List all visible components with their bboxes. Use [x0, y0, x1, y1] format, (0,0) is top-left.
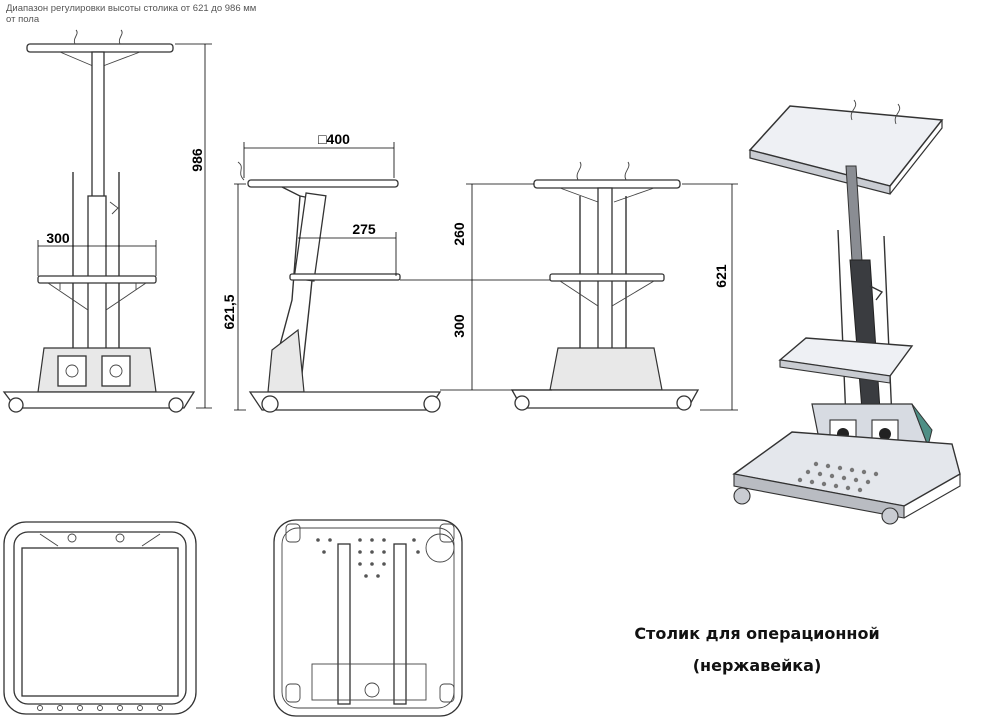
base-cable-hole — [364, 682, 380, 698]
side-wheel-right — [423, 395, 441, 413]
bottom-view-base — [273, 519, 463, 717]
tray-corner-marks — [39, 533, 161, 547]
iso-shelf-edge — [779, 359, 891, 384]
back-shelf-brace — [559, 280, 655, 307]
back-base-plate — [510, 389, 700, 409]
dim-label-621: 621 — [713, 264, 729, 288]
front-shelf-brace — [47, 282, 147, 311]
side-base-block — [267, 328, 305, 393]
front-lower-pole — [87, 195, 107, 352]
top-view-tray — [3, 521, 197, 715]
iso-wheel-right — [881, 507, 899, 525]
dim-lines-260-300 — [400, 183, 552, 391]
iso-knob — [869, 285, 884, 301]
front-base-block — [37, 347, 157, 393]
isometric-view — [732, 99, 961, 525]
dim-line-400 — [243, 142, 395, 178]
dim-label-275: 275 — [352, 221, 376, 237]
iso-rods — [837, 229, 893, 421]
front-socket-left-hole — [65, 364, 79, 378]
front-socket-right — [101, 355, 131, 387]
base-rail-right — [393, 543, 407, 705]
back-wheel-right — [676, 395, 692, 411]
iso-tray-clips — [850, 99, 901, 125]
dim-label-260: 260 — [451, 222, 467, 246]
note-line-2: от пола — [6, 14, 40, 25]
front-socket-left — [57, 355, 87, 387]
back-tray-braces — [559, 187, 655, 203]
front-base-plate — [2, 391, 196, 409]
iso-vent-holes — [797, 461, 879, 493]
side-base-plate — [248, 391, 442, 411]
iso-socket-right-hole — [879, 428, 891, 440]
iso-top-tray-edge-right — [889, 120, 943, 195]
base-vent-holes — [316, 538, 420, 578]
front-wheel-right — [168, 397, 184, 413]
back-base-block — [549, 347, 663, 391]
front-tray-clips — [73, 29, 123, 45]
dim-line-300-front — [37, 240, 157, 276]
base-wheels — [285, 523, 455, 703]
caption-material: (нержавейка) — [692, 656, 822, 675]
height-range-note: Диапазон регулировки высоты столика от 6… — [6, 3, 256, 25]
iso-base-block-side — [911, 403, 933, 448]
front-shelf — [37, 275, 157, 284]
side-tray-clip — [237, 161, 245, 181]
side-view: □400 275 621,5 — [221, 131, 442, 413]
dim-line-621 — [682, 183, 738, 411]
front-wheel-left — [8, 397, 24, 413]
dim-line-621-5 — [234, 183, 246, 411]
iso-top-tray — [748, 105, 944, 187]
dim-label-986: 986 — [189, 148, 205, 172]
base-rail-left — [337, 543, 351, 705]
tray-surface — [21, 547, 179, 697]
back-shelf — [549, 273, 665, 282]
caption-title: Столик для операционной — [634, 624, 880, 643]
dim-label-300-back: 300 — [451, 314, 467, 338]
dim-label-400: □400 — [318, 131, 350, 147]
side-wheel-left — [261, 395, 279, 413]
front-tray-braces — [59, 51, 141, 67]
back-tray-clips — [576, 161, 630, 181]
front-top-tray — [26, 43, 174, 53]
back-column — [597, 187, 613, 355]
front-knob — [109, 201, 119, 215]
side-shelf — [289, 273, 401, 281]
side-top-tray — [247, 179, 399, 188]
front-view: 986 300 — [2, 29, 212, 413]
back-wheel-left — [514, 395, 530, 411]
dim-label-621-5: 621,5 — [221, 294, 237, 329]
base-outer-frame — [273, 519, 463, 717]
back-view: 260 300 621 — [400, 161, 738, 411]
tray-bottom-pins — [37, 705, 163, 711]
front-upper-pole — [91, 51, 105, 201]
tray-clip-knobs — [67, 533, 125, 543]
dim-label-300-front: 300 — [46, 230, 70, 246]
base-inner-frame — [281, 527, 455, 709]
dim-line-275 — [298, 232, 397, 276]
iso-lower-pole — [849, 259, 881, 411]
base-block-outline — [311, 663, 427, 701]
dim-line-986 — [175, 43, 212, 409]
note-line-1: Диапазон регулировки высоты столика от 6… — [6, 3, 257, 14]
back-top-tray — [533, 179, 681, 189]
iso-base-plate-edge-right — [903, 474, 961, 519]
iso-wheel-left — [733, 487, 751, 505]
front-socket-right-hole — [109, 364, 123, 378]
